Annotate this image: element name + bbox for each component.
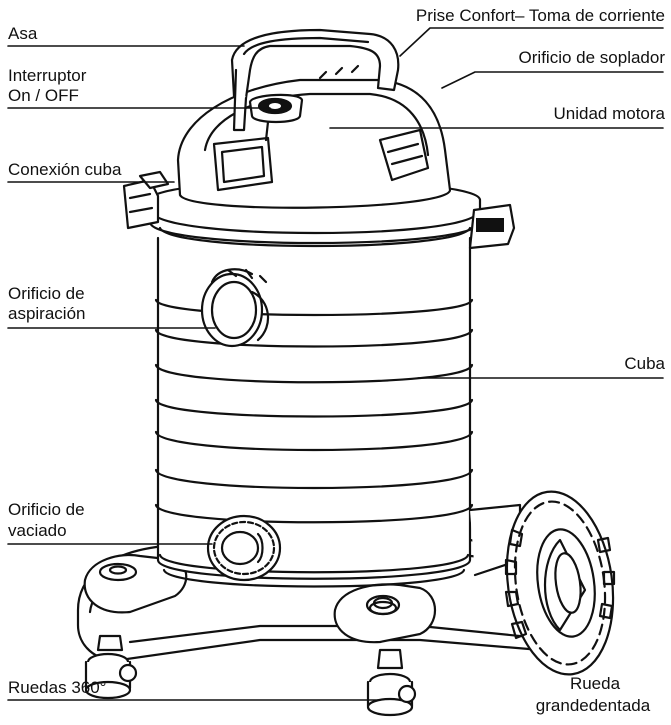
tank xyxy=(154,236,474,588)
label-rueda-line2: grandedentada xyxy=(535,696,651,715)
suction-port xyxy=(200,268,270,348)
label-orificio-vaciado-line2: vaciado xyxy=(8,521,67,540)
label-orificio-aspiracion-line2: aspiración xyxy=(8,304,86,323)
label-prise-confort: Prise Confort– Toma de corriente xyxy=(415,6,665,25)
big-toothed-wheel xyxy=(468,490,616,676)
motor-head xyxy=(176,64,452,209)
label-conexion-cuba: Conexión cuba xyxy=(8,160,122,179)
label-ruedas-360: Ruedas 360° xyxy=(8,678,107,697)
handle xyxy=(230,28,400,132)
drain-port xyxy=(206,514,282,582)
leader-lines xyxy=(7,27,664,701)
label-unidad-motora: Unidad motora xyxy=(553,104,665,123)
label-interruptor-line1: Interruptor xyxy=(8,66,87,85)
label-rueda-line1: Rueda xyxy=(569,674,621,693)
label-orificio-vaciado-line1: Orificio de xyxy=(8,500,85,519)
label-cuba: Cuba xyxy=(624,354,665,373)
label-asa: Asa xyxy=(8,24,38,43)
label-interruptor-line2: On / OFF xyxy=(8,86,79,105)
label-orificio-soplador: Orificio de soplador xyxy=(518,48,665,67)
label-orificio-aspiracion-line1: Orificio de xyxy=(8,284,85,303)
